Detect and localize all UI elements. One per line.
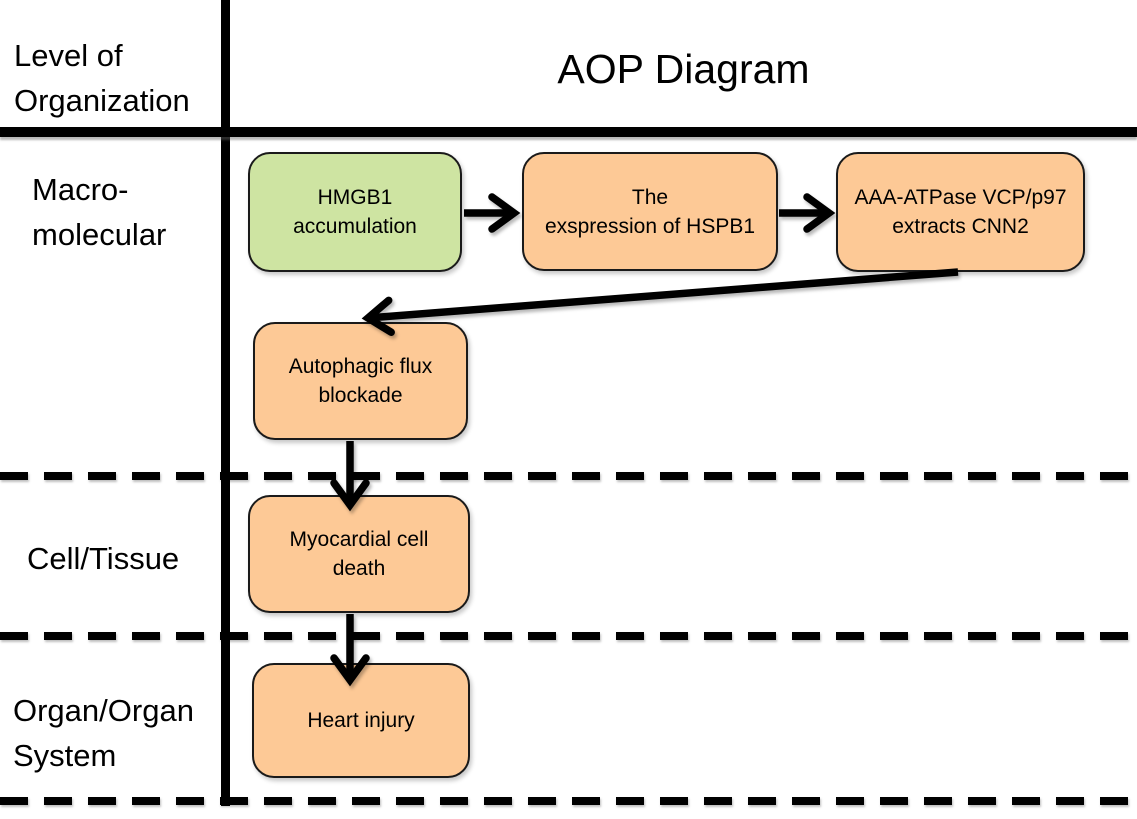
grid-vertical-divider (221, 0, 230, 806)
node-heart-injury: Heart injury (252, 663, 470, 778)
node-vcp-p97-extracts-cnn2: AAA-ATPase VCP/p97 extracts CNN2 (836, 152, 1085, 272)
grid-dashed-divider-macro-cell (0, 472, 1137, 480)
row-header-title: Level of Organization (14, 38, 190, 118)
node-hmgb1-accumulation: HMGB1 accumulation (248, 152, 462, 272)
node-vcp-p97-extracts-cnn2-label: AAA-ATPase VCP/p97 extracts CNN2 (854, 186, 1067, 238)
grid-dashed-divider-cell-organ (0, 632, 1137, 640)
node-autophagic-flux-blockade: Autophagic flux blockade (253, 322, 468, 440)
node-hmgb1-accumulation-label: HMGB1 accumulation (293, 186, 417, 238)
level-label-cell-tissue: Cell/Tissue (27, 541, 180, 576)
grid-dashed-divider-bottom (0, 797, 1137, 805)
node-hspb1-expression-label: The exspression of HSPB1 (544, 185, 756, 238)
level-label-macromolecular: Macro- molecular (32, 172, 167, 252)
node-autophagic-flux-blockade-label: Autophagic flux blockade (288, 355, 433, 407)
node-hspb1-expression: The exspression of HSPB1 (522, 152, 778, 271)
grid-header-divider (0, 127, 1137, 137)
arrow-vcp-to-autophagic (361, 268, 959, 336)
level-label-organ-system: Organ/Organ System (13, 693, 194, 773)
node-myocardial-cell-death-label: Myocardial cell death (289, 528, 429, 580)
page-title: AOP Diagram (557, 46, 810, 92)
node-myocardial-cell-death: Myocardial cell death (248, 495, 470, 613)
node-heart-injury-label: Heart injury (307, 709, 415, 732)
